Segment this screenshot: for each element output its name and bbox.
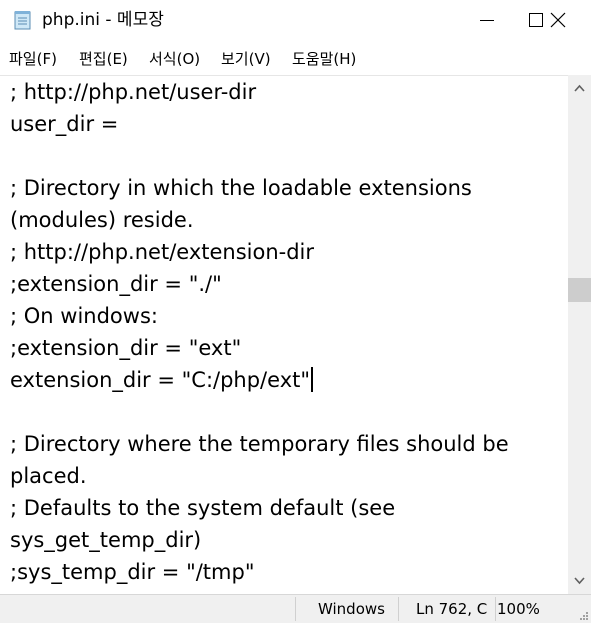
status-position: Ln 762, C: [416, 600, 488, 618]
scroll-up-arrow-icon[interactable]: [568, 75, 591, 101]
text-editor[interactable]: ; http://php.net/user-dir user_dir = ; D…: [0, 75, 568, 595]
menu-file[interactable]: 파일(F): [9, 50, 57, 68]
status-encoding: Windows: [318, 600, 385, 618]
minimize-icon[interactable]: [452, 0, 522, 42]
status-separator: [295, 597, 296, 621]
editor-line: user_dir =: [10, 112, 119, 136]
window-title: php.ini - 메모장: [42, 10, 164, 30]
editor-line: ; http://php.net/extension-dir: [10, 240, 315, 264]
title-bar[interactable]: php.ini - 메모장: [0, 0, 591, 42]
editor-line: ;extension_dir = "ext": [10, 336, 242, 360]
editor-line: ; On windows:: [10, 304, 158, 328]
editor-line: sys_get_temp_dir): [10, 528, 202, 552]
menu-help[interactable]: 도움말(H): [292, 50, 357, 68]
editor-line: ; Defaults to the system default (see: [10, 496, 396, 520]
resize-grip-icon[interactable]: [578, 610, 588, 620]
editor-line: (modules) reside.: [10, 208, 194, 232]
editor-line: ; Directory where the temporary files sh…: [10, 432, 509, 456]
maximize-icon[interactable]: [500, 0, 570, 42]
scrollbar-thumb[interactable]: [568, 278, 591, 302]
editor-line-current: extension_dir = "C:/php/ext": [10, 364, 314, 396]
menu-bar: 파일(F) 편집(E) 서식(O) 보기(V) 도움말(H): [0, 44, 591, 74]
text-caret: [311, 367, 314, 392]
status-separator: [398, 597, 399, 621]
editor-line: ;extension_dir = "./": [10, 272, 222, 296]
notepad-icon: [14, 11, 31, 30]
menu-view[interactable]: 보기(V): [221, 50, 271, 68]
vertical-scrollbar[interactable]: [568, 75, 591, 594]
menu-format[interactable]: 서식(O): [149, 50, 201, 68]
current-line-text: extension_dir = "C:/php/ext": [10, 368, 311, 392]
status-bar: Windows Ln 762, C 100%: [0, 594, 591, 623]
editor-line: placed.: [10, 464, 87, 488]
close-icon[interactable]: [523, 0, 591, 42]
scroll-down-arrow-icon[interactable]: [568, 568, 591, 594]
menu-edit[interactable]: 편집(E): [79, 50, 128, 68]
editor-line: ;sys_temp_dir = "/tmp": [10, 560, 255, 584]
status-separator: [495, 597, 496, 621]
status-zoom: 100%: [497, 600, 540, 618]
editor-line: ; http://php.net/user-dir: [10, 80, 257, 104]
editor-line: ; Directory in which the loadable extens…: [10, 176, 472, 200]
